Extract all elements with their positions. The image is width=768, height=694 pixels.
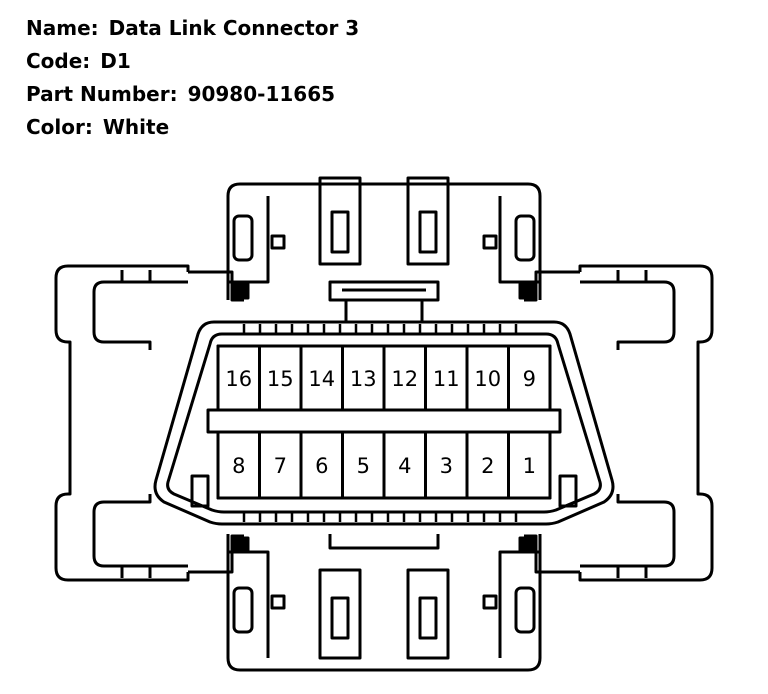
pin-label-7: 7 bbox=[274, 454, 287, 478]
connector-face-inner bbox=[166, 332, 602, 514]
top-right-latch bbox=[514, 214, 536, 262]
pin-label-6: 6 bbox=[315, 454, 328, 478]
bottom-right-nub bbox=[482, 594, 498, 610]
part-number-row: Part Number: 90980-11665 bbox=[26, 78, 359, 111]
pin-label-15: 15 bbox=[267, 367, 294, 391]
pin-label-2: 2 bbox=[481, 454, 494, 478]
top-tab-left-slot bbox=[330, 210, 350, 254]
code-label: Code: bbox=[26, 49, 91, 73]
top-left-clip bbox=[232, 282, 250, 300]
connector-info: Name: Data Link Connector 3 Code: D1 Part … bbox=[26, 12, 359, 144]
bottom-right-clip bbox=[518, 536, 536, 554]
left-flange-inner bbox=[92, 280, 188, 568]
color-label: Color: bbox=[26, 115, 93, 139]
bottom-row-pins: 8 7 6 5 4 3 2 1 bbox=[216, 430, 552, 500]
bottom-tab-right bbox=[406, 568, 450, 660]
bottom-left-corner bbox=[188, 534, 244, 574]
top-housing bbox=[226, 182, 542, 300]
top-tab-right-slot bbox=[418, 210, 438, 254]
right-flange bbox=[578, 264, 714, 582]
code-value: D1 bbox=[100, 49, 131, 73]
right-flange-ribs bbox=[616, 270, 648, 578]
code-row: Code: D1 bbox=[26, 45, 359, 78]
bottom-serrations bbox=[242, 512, 518, 522]
top-serrations bbox=[242, 324, 518, 334]
pin-label-5: 5 bbox=[357, 454, 370, 478]
pin-label-16: 16 bbox=[225, 367, 252, 391]
bottom-housing bbox=[226, 534, 542, 672]
bottom-left-latch bbox=[232, 586, 254, 634]
top-left-nub bbox=[270, 234, 286, 250]
pin-label-12: 12 bbox=[391, 367, 418, 391]
top-housing-inner-left bbox=[228, 196, 270, 284]
top-tab-left bbox=[318, 176, 362, 266]
pin-cell-9 bbox=[507, 344, 552, 412]
pin-divider-bar bbox=[206, 408, 562, 434]
pin-label-9: 9 bbox=[523, 367, 536, 391]
top-center-bridge bbox=[328, 280, 440, 302]
pin-label-4: 4 bbox=[398, 454, 411, 478]
top-right-clip bbox=[518, 282, 536, 300]
left-key-slot bbox=[190, 474, 210, 508]
bottom-right-latch bbox=[514, 586, 536, 634]
top-row-pins: 16 15 14 13 12 11 10 9 bbox=[216, 344, 552, 412]
top-center-bridge-posts bbox=[344, 300, 424, 322]
bottom-center-bridge bbox=[328, 534, 440, 550]
bottom-tab-left-slot bbox=[330, 596, 350, 640]
pin-label-10: 10 bbox=[474, 367, 501, 391]
pin-label-8: 8 bbox=[232, 454, 245, 478]
bottom-tab-left bbox=[318, 568, 362, 660]
bottom-right-corner bbox=[524, 534, 580, 574]
connector-face-outer bbox=[153, 320, 615, 526]
pin-label-3: 3 bbox=[440, 454, 453, 478]
top-housing-inner-right bbox=[498, 196, 540, 284]
top-tab-right bbox=[406, 176, 450, 266]
right-key-slot bbox=[558, 474, 578, 508]
part-number-value: 90980-11665 bbox=[187, 82, 336, 106]
pin-label-11: 11 bbox=[433, 367, 460, 391]
color-value: White bbox=[102, 115, 170, 139]
pin-label-13: 13 bbox=[350, 367, 377, 391]
right-flange-inner bbox=[580, 280, 676, 568]
name-label: Name: bbox=[26, 16, 99, 40]
left-flange-ribs bbox=[120, 270, 152, 578]
top-left-latch bbox=[232, 214, 254, 262]
top-right-corner bbox=[524, 270, 580, 302]
pin-label-14: 14 bbox=[308, 367, 335, 391]
top-right-nub bbox=[482, 234, 498, 250]
pin-cell-1 bbox=[507, 430, 552, 500]
bottom-left-nub bbox=[270, 594, 286, 610]
name-row: Name: Data Link Connector 3 bbox=[26, 12, 359, 45]
bottom-tab-right-slot bbox=[418, 596, 438, 640]
top-left-corner bbox=[188, 270, 244, 302]
color-row: Color: White bbox=[26, 111, 359, 144]
bottom-left-clip bbox=[232, 536, 250, 554]
pin-label-1: 1 bbox=[523, 454, 536, 478]
name-value: Data Link Connector 3 bbox=[108, 16, 360, 40]
part-number-label: Part Number: bbox=[26, 82, 178, 106]
left-flange bbox=[54, 264, 190, 582]
